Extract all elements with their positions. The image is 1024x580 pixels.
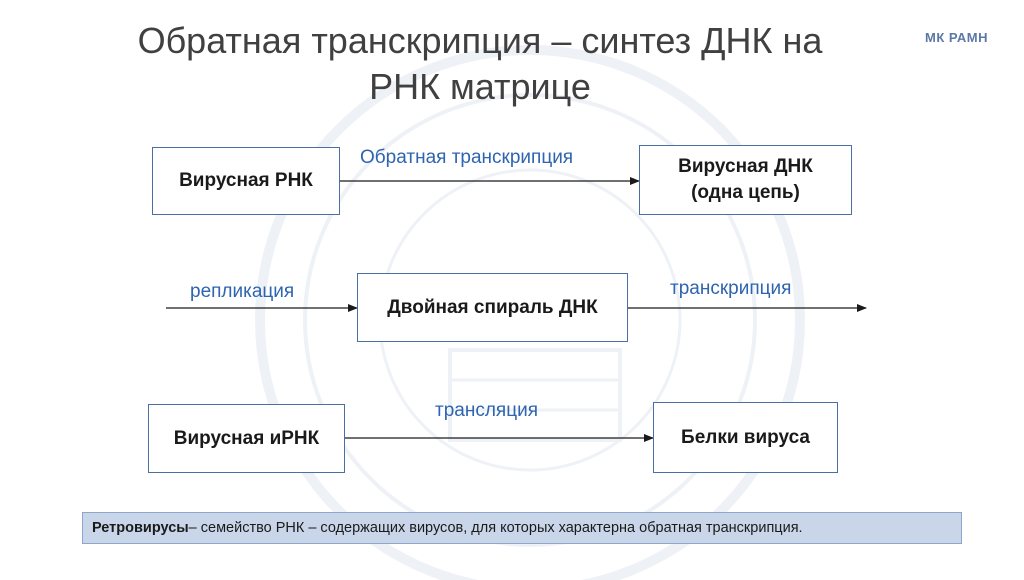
note-definition: – семейство РНК – содержащих вирусов, дл… — [188, 520, 803, 536]
box-viral-mrna: Вирусная иРНК — [148, 404, 345, 473]
box-double-helix-label: Двойная спираль ДНК — [387, 296, 598, 318]
note-term: Ретровирусы — [92, 520, 189, 536]
box-viral-dna: Вирусная ДНК (одна цепь) — [639, 145, 852, 215]
title-line-2: РНК матрице — [369, 66, 591, 107]
box-viral-rna-label: Вирусная РНК — [179, 170, 313, 191]
organization-logo: МК РАМН — [925, 30, 989, 45]
box-double-helix-dna: Двойная спираль ДНК — [357, 273, 628, 342]
label-transcription: транскрипция — [670, 278, 792, 299]
box-viral-dna-label-line2: (одна цепь) — [691, 182, 800, 203]
box-virus-proteins: Белки вируса — [653, 402, 838, 473]
box-viral-mrna-label: Вирусная иРНК — [173, 427, 320, 449]
label-translation: трансляция — [435, 400, 538, 421]
title-line-1: Обратная транскрипция – синтез ДНК на — [137, 20, 823, 61]
slide-title: Обратная транскрипция – синтез ДНК на РН… — [60, 18, 900, 110]
box-virus-proteins-label: Белки вируса — [681, 426, 810, 448]
retrovirus-definition-note: Ретровирусы – семейство РНК – содержащих… — [82, 512, 962, 544]
label-reverse-transcription: Обратная транскрипция — [360, 147, 574, 168]
label-replication: репликация — [190, 281, 295, 302]
box-viral-dna-label-line1: Вирусная ДНК — [678, 156, 813, 177]
box-viral-rna: Вирусная РНК — [152, 147, 340, 215]
